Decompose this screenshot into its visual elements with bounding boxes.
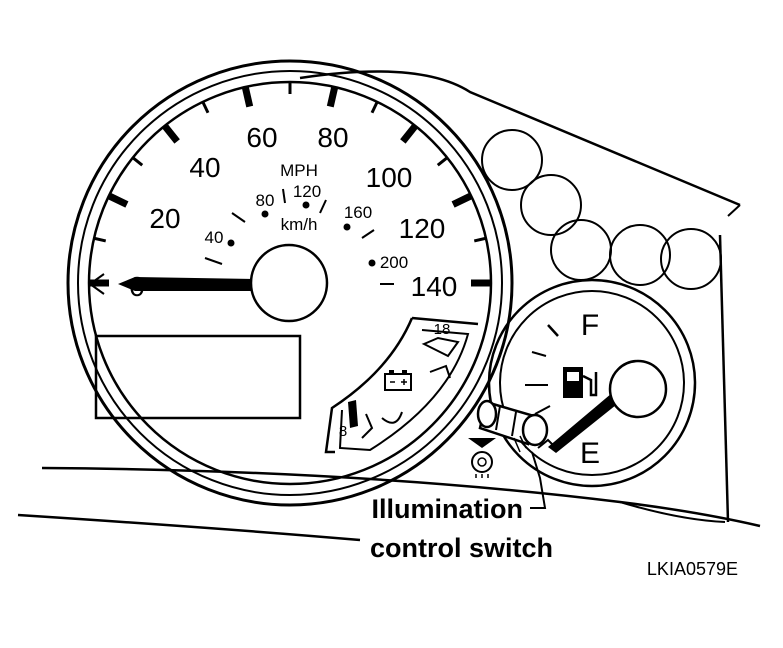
fuel-gauge-bezel-outer [487,278,697,488]
illumination-control-switch[interactable] [476,399,549,447]
voltmeter-high-marker [421,336,460,358]
speedometer-minor-tick [473,236,487,243]
cluster-housing [17,70,761,542]
warning-lamp [660,228,722,290]
fuel-gauge-needle [548,388,626,453]
speedometer-major-tick [241,86,254,108]
mph-tick-label: 120 [399,213,446,244]
speedometer-ticks [89,82,491,287]
kmh-tick-label: 200 [380,253,408,272]
speedometer-hub [249,243,329,323]
warning-lamp [481,129,543,191]
kmh-tick-label: 40 [205,228,224,247]
speedometer-bezel-outer [66,59,514,507]
speedometer-major-tick [400,123,419,144]
speedometer-needle [118,277,255,291]
fuel-full-label: F [581,309,599,342]
voltmeter-high-label: 18 [434,321,451,338]
fuel-empty-label: E [580,437,600,470]
speedometer: 0 20 40 60 80 100 120 140 MPH 40 80 120 … [66,59,514,507]
kmh-tick-label: 120 [293,182,321,201]
warning-lamp [520,174,582,236]
fuel-gauge-hub [608,359,668,419]
speedometer-minor-tick [131,156,144,167]
kmh-tick-label: 160 [344,203,372,222]
mph-tick-label: 80 [317,122,348,153]
mph-unit-label: MPH [280,161,318,180]
speedometer-major-tick [107,192,129,208]
fuel-gauge: F E [487,278,697,488]
mph-tick-label: 100 [366,162,413,193]
mph-tick-label: 140 [411,271,458,302]
figure-code: LKIA0579E [647,559,738,579]
kmh-dot [261,210,269,218]
switch-knob-face[interactable] [521,413,549,447]
speedometer-major-tick [326,86,339,108]
kmh-dot [368,259,376,267]
kmh-unit-label: km/h [281,215,318,234]
illumination-dimmer-icon [468,435,527,478]
kmh-dot [302,201,310,209]
speedometer-bezel-inner [77,70,503,496]
fuel-pump-icon [563,367,598,398]
speedometer-major-tick [161,123,180,144]
warning-lamp [550,219,612,281]
speedometer-major-tick [451,192,473,208]
callout-line-2: control switch [370,533,553,563]
kmh-dot [227,239,235,247]
mph-tick-label: 20 [149,203,180,234]
warning-lamp [609,224,671,286]
switch-base[interactable] [476,399,498,429]
callout-line-1: Illumination [372,494,524,524]
kmh-tick-label: 80 [256,191,275,210]
voltmeter-low-marker [348,400,358,428]
battery-icon [384,370,412,391]
speedometer-minor-tick [201,101,210,114]
kmh-dot [343,223,351,231]
callout-leader-line [530,451,547,509]
kmh-scale: 40 80 120 160 200 km/h [205,182,408,285]
voltmeter-low-label: 8 [339,423,347,440]
warning-lamps [481,129,722,290]
fuel-gauge-dial [499,290,685,476]
speedometer-minor-tick [370,101,379,114]
mph-tick-label: 40 [189,152,220,183]
voltmeter: 18 8 [324,316,479,454]
speedometer-minor-tick [93,236,107,243]
mph-tick-label: 60 [246,122,277,153]
odometer-display [94,334,302,420]
speedometer-minor-tick [436,156,449,167]
